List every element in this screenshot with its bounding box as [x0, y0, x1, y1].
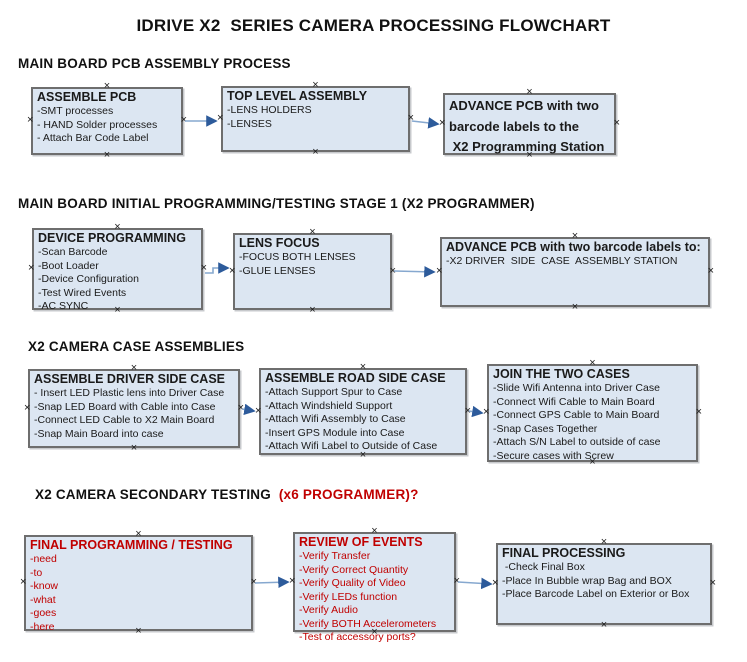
section-heading-secondary-testing: X2 CAMERA SECONDARY TESTING (x6 PROGRAMM…: [35, 487, 419, 502]
box-body: -LENS HOLDERS -LENSES: [227, 104, 312, 130]
connector-anchor-icon: ×: [309, 304, 316, 316]
connector-anchor-icon: ×: [709, 577, 716, 590]
connector-anchor-icon: ×: [200, 262, 207, 275]
box-header: TOP LEVEL ASSEMBLY: [227, 89, 368, 103]
box-header: ASSEMBLE PCB: [37, 90, 137, 104]
flow-box-assemble-road-side-case: ASSEMBLE ROAD SIDE CASE -Attach Support …: [255, 362, 471, 461]
connector-anchor-icon: ×: [229, 264, 236, 277]
section-heading-secondary-testing-black: X2 CAMERA SECONDARY TESTING: [35, 487, 279, 502]
connector-anchor-icon: ×: [707, 265, 714, 278]
connector-anchor-icon: ×: [289, 575, 296, 588]
box-header: ASSEMBLE DRIVER SIDE CASE: [34, 372, 226, 386]
section-heading-secondary-testing-red: (x6 PROGRAMMER)?: [278, 487, 419, 502]
flow-box-assemble-driver-side-case: ASSEMBLE DRIVER SIDE CASE - Insert LED P…: [24, 363, 244, 454]
connector-anchor-icon: ×: [24, 401, 31, 414]
box-body: -Verify Transfer -Verify Correct Quantit…: [299, 550, 437, 643]
connector-anchor-icon: ×: [407, 112, 414, 125]
flow-box-review-of-events: REVIEW OF EVENTS -Verify Transfer -Verif…: [289, 526, 460, 644]
flow-arrow: [457, 577, 493, 590]
box-body: -need -to -know -what -goes -here: [30, 553, 59, 633]
connector-anchor-icon: ×: [695, 406, 702, 419]
connector-anchor-icon: ×: [453, 575, 460, 588]
connector-anchor-icon: ×: [20, 576, 27, 589]
section-heading-initial-programming: MAIN BOARD INITIAL PROGRAMMING/TESTING S…: [18, 196, 535, 211]
connector-anchor-icon: ×: [571, 301, 579, 313]
flow-arrow: [241, 403, 256, 416]
flow-box-top-level-assembly: TOP LEVEL ASSEMBLY -LENS HOLDERS -LENSES…: [217, 80, 414, 158]
box-header: ADVANCE PCB with two barcode labels to:: [446, 240, 701, 254]
flow-box-lens-focus: LENS FOCUS -FOCUS BOTH LENSES -GLUE LENS…: [229, 227, 396, 316]
flow-arrow: [254, 576, 290, 589]
flow-arrow: [205, 262, 230, 274]
flow-box-join-the-two-cases: JOIN THE TWO CASES -Slide Wifi Antenna i…: [483, 358, 702, 468]
flow-box-advance-pcb-programming-station: ADVANCE PCB with two barcode labels to t…: [439, 87, 620, 161]
connector-anchor-icon: ×: [130, 442, 138, 454]
box-header: ADVANCE PCB with two barcode labels to t…: [449, 98, 605, 154]
page-title: IDRIVE X2 SERIES CAMERA PROCESSING FLOWC…: [136, 16, 611, 35]
box-header: DEVICE PROGRAMMING: [38, 231, 186, 245]
connector-anchor-icon: ×: [436, 265, 443, 278]
connector-anchor-icon: ×: [27, 114, 34, 127]
box-body: -Slide Wifi Antenna into Driver Case -Co…: [493, 382, 661, 462]
flow-box-final-processing: FINAL PROCESSING -Check Final Box -Place…: [492, 537, 716, 631]
connector-anchor-icon: ×: [217, 112, 224, 125]
connector-anchor-icon: ×: [492, 577, 499, 590]
box-body: -Scan Barcode -Boot Loader -Device Confi…: [38, 246, 139, 312]
box-body: -FOCUS BOTH LENSES -GLUE LENSES: [239, 251, 356, 277]
box-body: -Attach Support Spur to Case -Attach Win…: [265, 386, 438, 452]
box-header: FINAL PROCESSING: [502, 546, 626, 560]
flow-arrow: [411, 117, 440, 129]
flow-box-final-programming-testing: FINAL PROGRAMMING / TESTING -need -to -k…: [20, 529, 257, 637]
section-heading-pcb-assembly: MAIN BOARD PCB ASSEMBLY PROCESS: [18, 56, 291, 71]
connector-anchor-icon: ×: [464, 404, 471, 417]
box-body: -X2 DRIVER SIDE CASE ASSEMBLY STATION: [446, 255, 678, 267]
box-header: FINAL PROGRAMMING / TESTING: [30, 538, 233, 552]
connector-anchor-icon: ×: [237, 401, 244, 414]
connector-anchor-icon: ×: [439, 117, 446, 130]
section-heading-case-assemblies: X2 CAMERA CASE ASSEMBLIES: [28, 339, 245, 354]
flow-box-assemble-pcb: ASSEMBLE PCB -SMT processes - HAND Solde…: [27, 81, 187, 161]
connector-anchor-icon: ×: [613, 117, 620, 130]
box-header: LENS FOCUS: [239, 236, 320, 250]
box-body: -SMT processes - HAND Solder processes -…: [37, 105, 158, 144]
connector-anchor-icon: ×: [180, 114, 187, 127]
box-header: JOIN THE TWO CASES: [493, 367, 630, 381]
flow-box-advance-pcb-driver-side-station: ADVANCE PCB with two barcode labels to: …: [436, 231, 714, 313]
box-body: - Insert LED Plastic lens into Driver Ca…: [34, 387, 225, 440]
box-body: -Check Final Box -Place In Bubble wrap B…: [502, 561, 690, 600]
connector-anchor-icon: ×: [312, 146, 319, 158]
flow-arrow: [468, 405, 484, 418]
connector-anchor-icon: ×: [255, 404, 262, 417]
connector-anchor-icon: ×: [389, 264, 396, 277]
flow-box-device-programming: DEVICE PROGRAMMING -Scan Barcode -Boot L…: [28, 222, 207, 316]
connector-anchor-icon: ×: [103, 149, 111, 161]
connector-anchor-icon: ×: [250, 576, 257, 589]
flow-arrow: [393, 265, 436, 278]
box-header: REVIEW OF EVENTS: [299, 535, 423, 549]
connector-anchor-icon: ×: [28, 262, 35, 275]
box-header: ASSEMBLE ROAD SIDE CASE: [265, 371, 446, 385]
connector-anchor-icon: ×: [600, 619, 608, 631]
connector-anchor-icon: ×: [483, 406, 490, 419]
